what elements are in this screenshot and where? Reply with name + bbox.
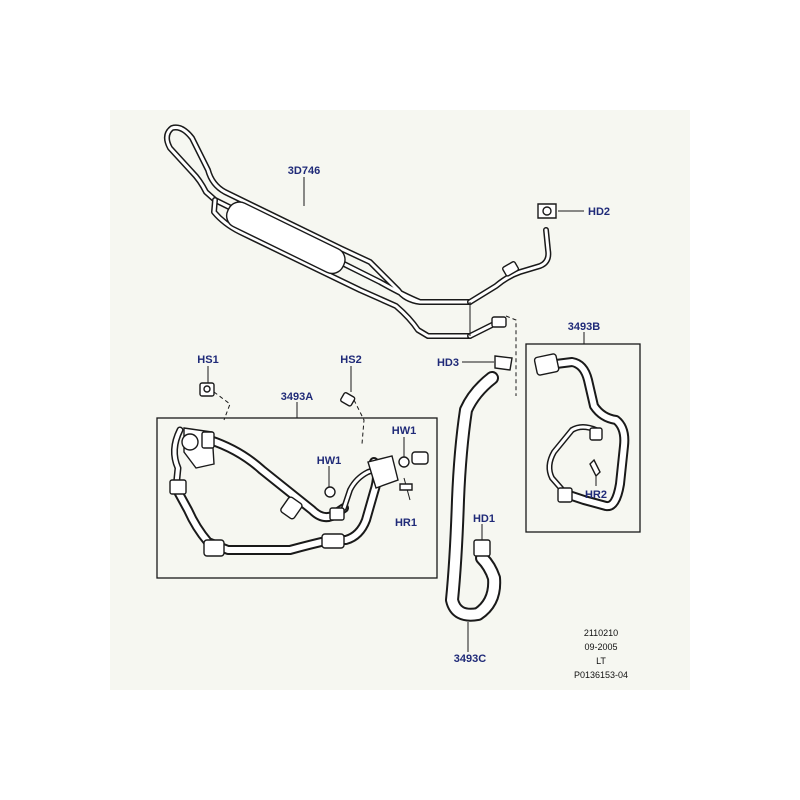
ref-region: LT	[596, 656, 606, 666]
hose-screw-hs2	[340, 392, 356, 407]
label-hr1: HR1	[395, 517, 417, 529]
hose-assembly-3493B	[533, 353, 630, 512]
label-hd3: HD3	[437, 357, 459, 369]
leader-lines	[207, 177, 597, 652]
hose-screw-hs1	[199, 382, 215, 397]
label-hs1: HS1	[197, 354, 218, 366]
ref-code: 2110210	[584, 628, 618, 638]
label-hw1-left: HW1	[317, 455, 341, 467]
hose-assembly-3493A	[169, 426, 429, 557]
diagram-background	[110, 110, 690, 690]
hose-clip-hd3	[494, 355, 513, 371]
cooler-canister	[225, 201, 346, 275]
connection-dash-hs2	[353, 399, 365, 445]
label-3493A: 3493A	[281, 391, 313, 403]
label-hs2: HS2	[340, 354, 361, 366]
label-3493C: 3493C	[454, 653, 486, 665]
cooler-pipe-3D746	[164, 124, 552, 339]
hose-clip-hd2	[537, 203, 557, 219]
label-hd2: HD2	[588, 206, 610, 218]
ref-date: 09-2005	[584, 642, 617, 652]
connection-dash-cooler-to-3493b	[505, 315, 517, 396]
label-hd1: HD1	[473, 513, 495, 525]
label-hw1-right: HW1	[392, 425, 416, 437]
ref-illustration: P0136153-04	[574, 670, 628, 680]
label-3493B: 3493B	[568, 321, 600, 333]
hose-3493C	[445, 371, 502, 622]
group-box-3493B	[525, 343, 641, 533]
label-hr2: HR2	[585, 489, 607, 501]
connection-dash-hs1	[213, 391, 231, 421]
label-3D746: 3D746	[288, 165, 320, 177]
